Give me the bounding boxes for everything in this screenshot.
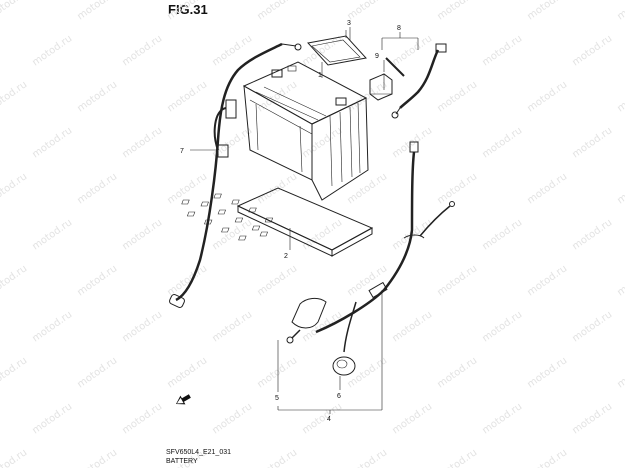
watermark-text: motod.ru: [165, 355, 209, 390]
watermark-text: motod.ru: [30, 309, 74, 344]
watermark-text: motod.ru: [615, 0, 625, 22]
watermark-text: motod.ru: [480, 125, 524, 160]
watermark-text: motod.ru: [615, 79, 625, 114]
callout-4: 4: [327, 416, 331, 423]
watermark-text: motod.ru: [210, 401, 254, 436]
callout-1: 1: [318, 72, 322, 79]
callout-6: 6: [337, 393, 341, 400]
part-3-battery-plate[interactable]: [307, 30, 367, 66]
callout-8: 8: [397, 25, 401, 32]
watermark-text: motod.ru: [390, 125, 434, 160]
watermark-text: motod.ru: [30, 401, 74, 436]
watermark-text: motod.ru: [435, 0, 479, 22]
watermark-text: motod.ru: [345, 447, 389, 468]
watermark-text: motod.ru: [0, 171, 29, 206]
watermark-text: motod.ru: [120, 401, 164, 436]
watermark-text: motod.ru: [525, 263, 569, 298]
watermark-text: motod.ru: [480, 309, 524, 344]
part-4-starter-cable-assembly[interactable]: [286, 141, 455, 376]
watermark-text: motod.ru: [525, 79, 569, 114]
watermark-text: motod.ru: [30, 217, 74, 252]
watermark-text: motod.ru: [525, 447, 569, 468]
watermark-text: motod.ru: [165, 263, 209, 298]
watermark-text: motod.ru: [75, 263, 119, 298]
watermark-text: motod.ru: [255, 447, 299, 468]
part-2-battery-tray[interactable]: [181, 187, 374, 257]
figure-name: BATTERY: [166, 458, 198, 465]
watermark-text: motod.ru: [0, 79, 29, 114]
watermark-text: motod.ru: [0, 0, 29, 22]
watermark-text: motod.ru: [75, 447, 119, 468]
watermark-text: motod.ru: [615, 355, 625, 390]
watermark-text: motod.ru: [165, 79, 209, 114]
watermark-text: motod.ru: [255, 355, 299, 390]
watermark-text: motod.ru: [255, 79, 299, 114]
watermark-text: motod.ru: [30, 125, 74, 160]
watermark-text: motod.ru: [435, 79, 479, 114]
callout-leaders: [190, 27, 419, 414]
watermark-text: motod.ru: [615, 263, 625, 298]
watermark-text: motod.ru: [165, 171, 209, 206]
watermark-text: motod.ru: [165, 0, 209, 22]
watermark-text: motod.ru: [0, 263, 29, 298]
watermark-text: motod.ru: [120, 33, 164, 68]
watermark-text: motod.ru: [120, 217, 164, 252]
watermark-text: motod.ru: [300, 401, 344, 436]
watermark-text: motod.ru: [255, 0, 299, 22]
watermark-text: motod.ru: [345, 79, 389, 114]
watermark-text: motod.ru: [210, 217, 254, 252]
watermark-text: motod.ru: [570, 33, 614, 68]
watermark-text: motod.ru: [120, 125, 164, 160]
watermark-text: motod.ru: [570, 401, 614, 436]
watermark-text: motod.ru: [300, 309, 344, 344]
watermark-text: motod.ru: [390, 401, 434, 436]
watermark-text: motod.ru: [75, 0, 119, 22]
watermark-text: motod.ru: [435, 447, 479, 468]
watermark-text: motod.ru: [390, 309, 434, 344]
watermark-text: motod.ru: [435, 171, 479, 206]
part-8-positive-cable[interactable]: [385, 43, 447, 119]
watermark-text: motod.ru: [75, 79, 119, 114]
part-7-cable-harness[interactable]: [169, 42, 302, 309]
watermark-text: motod.ru: [615, 171, 625, 206]
watermark-text: motod.ru: [75, 355, 119, 390]
part-1-battery[interactable]: [242, 61, 369, 201]
watermark-text: motod.ru: [480, 217, 524, 252]
part-9-terminal-cover[interactable]: [369, 73, 393, 101]
watermark-text: motod.ru: [210, 309, 254, 344]
watermark-text: motod.ru: [300, 125, 344, 160]
watermark-text: motod.ru: [525, 355, 569, 390]
figure-title: FIG.31: [168, 2, 208, 17]
watermark-text: motod.ru: [525, 171, 569, 206]
watermark-text: motod.ru: [255, 263, 299, 298]
callout-5: 5: [275, 395, 279, 402]
watermark-text: motod.ru: [435, 263, 479, 298]
watermark-text: motod.ru: [0, 355, 29, 390]
watermark-text: motod.ru: [480, 33, 524, 68]
figure-code: SFV650L4_E21_031: [166, 449, 231, 456]
callout-7: 7: [180, 148, 184, 155]
watermark-text: motod.ru: [30, 33, 74, 68]
watermark-text: motod.ru: [120, 309, 164, 344]
callout-3: 3: [347, 20, 351, 27]
watermark-text: motod.ru: [435, 355, 479, 390]
watermark-text: motod.ru: [0, 447, 29, 468]
watermark-text: motod.ru: [345, 0, 389, 22]
watermark-text: motod.ru: [480, 401, 524, 436]
watermark-text: motod.ru: [570, 217, 614, 252]
watermark-text: motod.ru: [390, 33, 434, 68]
front-direction-arrow-icon: [176, 394, 191, 405]
watermark-text: motod.ru: [570, 309, 614, 344]
watermark-text: motod.ru: [615, 447, 625, 468]
callout-2: 2: [284, 253, 288, 260]
watermark-text: motod.ru: [525, 0, 569, 22]
callout-numbers: 1 2 3 4 5 6 7 8 9: [180, 20, 401, 423]
watermark-text: motod.ru: [75, 171, 119, 206]
watermark-text: motod.ru: [345, 263, 389, 298]
callout-9: 9: [375, 53, 379, 60]
watermark-text: motod.ru: [570, 125, 614, 160]
